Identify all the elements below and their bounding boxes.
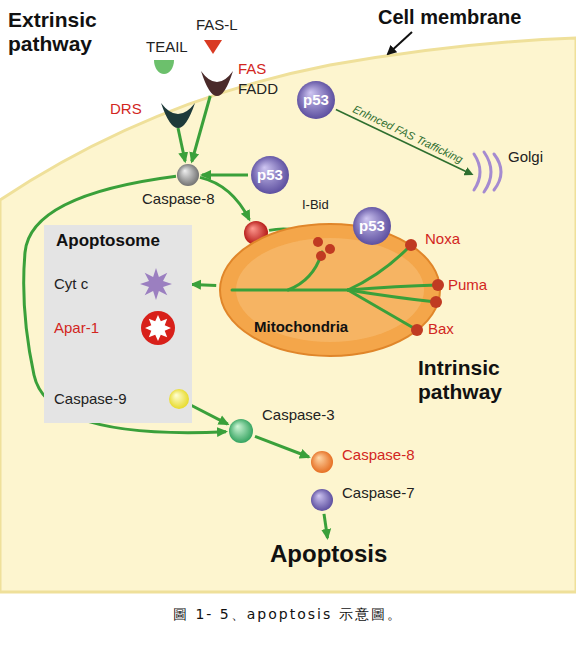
protein-ball: p53 <box>352 206 392 246</box>
node-label: TEAIL <box>146 38 188 55</box>
receptor: DRS <box>160 100 196 128</box>
node-label: Apoptosis <box>270 540 387 568</box>
mitochondria-shape-graphic <box>218 222 442 358</box>
protein-ball-graphic <box>310 450 334 474</box>
protein-ball: Caspase-8 <box>176 163 200 187</box>
node-label: FAS <box>238 60 266 77</box>
mitochondria-shape: Mitochondriap53 <box>218 222 442 358</box>
pathway-arrow <box>336 110 472 175</box>
receptor: FASFADD <box>200 68 234 96</box>
protein-label: Puma <box>448 276 487 293</box>
node-label: Caspase-8 <box>342 446 415 463</box>
protein-label: Noxa <box>425 230 460 247</box>
pathway-heading: Intrinsic pathway <box>418 356 558 404</box>
node-label: Caspase-3 <box>262 406 335 423</box>
protein-ball: Caspase-8 <box>310 450 334 474</box>
node-label: Mitochondria <box>254 318 348 335</box>
pathway-arrow <box>178 128 185 161</box>
apoptosome-box: ApoptosomeCyt c Apar-1Caspase-9 <box>44 225 192 423</box>
node-label: FAS-L <box>196 16 238 33</box>
protein-ball: p53 <box>250 155 290 195</box>
protein-label: I-Bid <box>302 197 329 212</box>
node-label: FADD <box>238 80 278 97</box>
outcome-text: Apoptosis <box>270 540 390 570</box>
receptor-graphic <box>200 68 234 96</box>
golgi-shape-graphic <box>470 150 504 194</box>
protein-ball: Caspase-7 <box>310 488 334 512</box>
pathway-arrow <box>24 176 226 432</box>
structure-label: Cell membrane <box>378 6 521 29</box>
node-label: p53 <box>359 217 385 234</box>
pathway-heading: Extrinsic pathway <box>8 8 120 56</box>
apar-symbol: Apar-1 <box>140 310 176 346</box>
protein-label: Bax <box>428 320 454 337</box>
node-label: Caspase-9 <box>54 390 127 407</box>
pathway-arrow <box>202 174 248 177</box>
ligand-graphic <box>154 60 174 74</box>
protein-ball-graphic <box>228 418 254 444</box>
node-label: Caspase-8 <box>142 190 215 207</box>
pathway-arrow <box>192 284 216 285</box>
node-label: DRS <box>110 100 142 117</box>
node-label: Apoptosome <box>56 231 160 251</box>
node-label: Caspase-7 <box>342 484 415 501</box>
pathway-arrow <box>192 96 210 162</box>
membrane-pointer <box>388 32 412 54</box>
edge-label: Enhnced FAS Trafficking <box>351 102 465 165</box>
figure-caption: 圖 1- 5、apoptosis 示意圖。 <box>173 606 403 624</box>
protein-ball-graphic <box>168 388 190 410</box>
golgi-shape: Golgi <box>470 150 504 194</box>
node-label: p53 <box>303 91 329 108</box>
node-label: p53 <box>257 166 283 183</box>
cytc-star: Cyt c <box>140 268 172 300</box>
pathway-arrow <box>191 405 228 424</box>
receptor-graphic <box>160 100 196 128</box>
ligand: FAS-L <box>204 40 222 54</box>
protein-ball: Caspase-9 <box>168 388 190 410</box>
protein-ball: Caspase-3 <box>228 418 254 444</box>
cytc-star-graphic <box>140 268 172 300</box>
protein-ball: p53 <box>296 80 336 120</box>
apar-symbol-graphic <box>140 310 176 346</box>
node-label: Cyt c <box>54 275 88 292</box>
pathway-arrow <box>324 514 328 538</box>
cell-body <box>0 38 576 592</box>
pathway-arrow <box>255 436 309 457</box>
ligand: TEAIL <box>154 60 174 74</box>
ligand-graphic <box>204 40 222 54</box>
node-label: Apar-1 <box>54 319 99 336</box>
node-label: Golgi <box>508 148 543 165</box>
protein-ball-graphic <box>310 488 334 512</box>
protein-ball-graphic <box>176 163 200 187</box>
